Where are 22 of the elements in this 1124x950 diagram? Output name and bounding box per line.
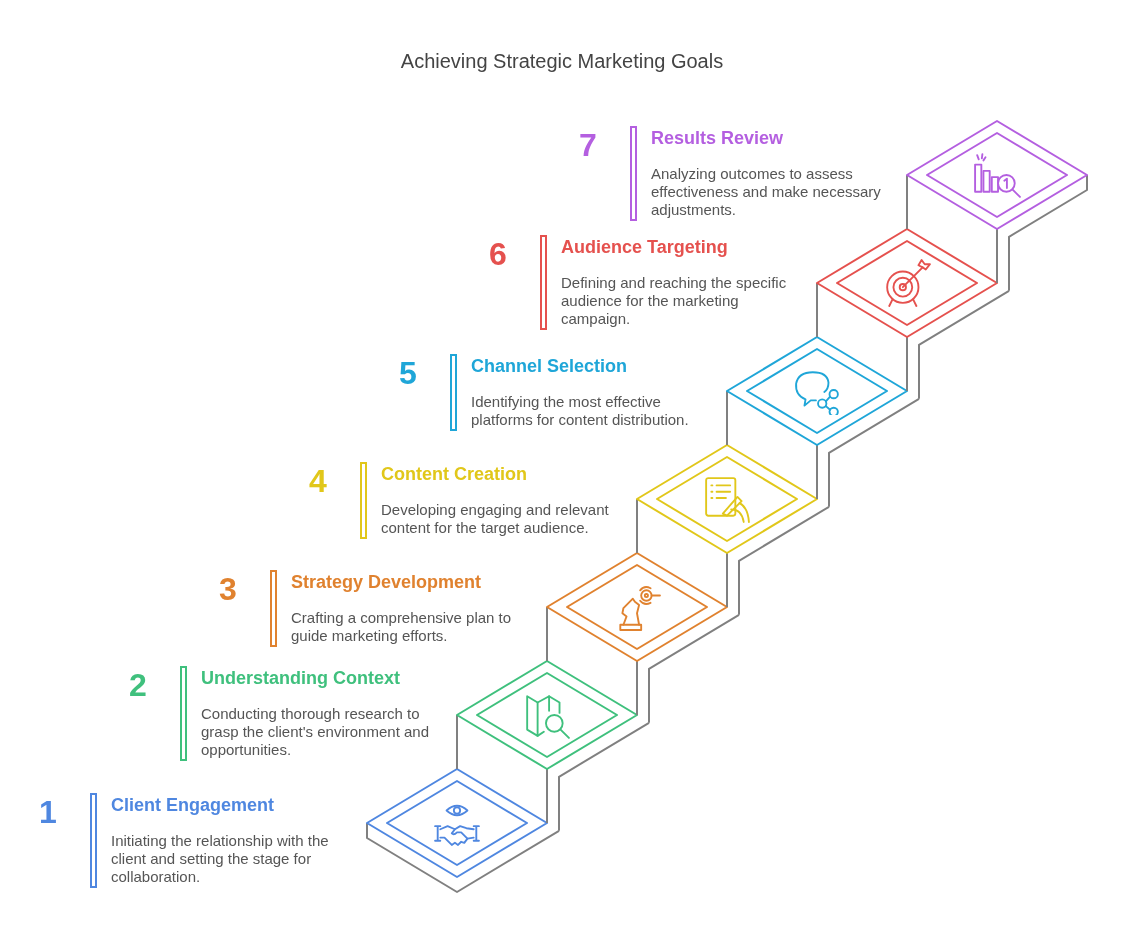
step-title: Channel Selection: [471, 355, 628, 378]
step-description: Analyzing outcomes to assess effectiveness and make necessary adjustments.: [651, 165, 882, 219]
step-description: Crafting a comprehensive plan to guide marketing efforts.: [291, 609, 513, 645]
step-number: 5: [399, 354, 417, 392]
step-description: Developing engaging and relevant content for the target audience.: [381, 501, 610, 537]
step-title: Content Creation: [381, 463, 527, 486]
step-description: Identifying the most effective platforms for content distribution.: [471, 393, 690, 429]
step-description: Defining and reaching the specific audience for the marketing campaign.: [561, 274, 788, 328]
step-number: 2: [129, 666, 147, 704]
step-title: Strategy Development: [291, 571, 482, 594]
diagram-title: Achieving Strategic Marketing Goals: [400, 49, 724, 74]
step-title: Results Review: [651, 127, 784, 150]
step-number: 6: [489, 235, 507, 273]
step-number: 3: [219, 570, 237, 608]
step-title: Audience Targeting: [561, 236, 728, 259]
step-number: 4: [309, 462, 327, 500]
step-description: Initiating the relationship with the client and setting the stage for collaboration.: [111, 832, 330, 886]
step-title: Understanding Context: [201, 667, 400, 690]
step-description: Conducting thorough research to grasp the client's environment and opportunities.: [201, 705, 430, 759]
step-number: 1: [39, 793, 57, 831]
step-title: Client Engagement: [111, 794, 275, 817]
step-number: 7: [579, 126, 597, 164]
